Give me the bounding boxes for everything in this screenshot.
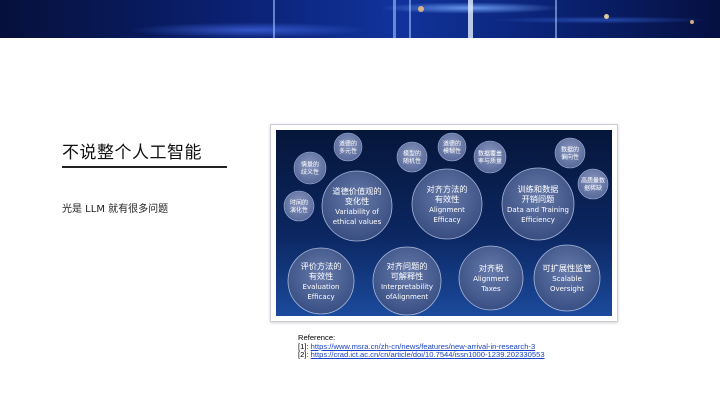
large-bubble-circle — [372, 246, 442, 316]
small-bubble-circle — [554, 137, 586, 169]
large-bubble-circle — [458, 245, 524, 311]
small-bubble-label: 据稀缺 — [584, 184, 602, 192]
large-bubble-en-label: Alignment — [473, 275, 509, 283]
reference-item: [2]: https://crad.ict.ac.cn/cn/article/d… — [298, 350, 545, 360]
large-bubble-en-label: ofAlignment — [386, 293, 429, 301]
small-bubble-label: 数据覆盖 — [478, 150, 502, 158]
large-bubble-cn-label: 训练和数据 — [518, 184, 559, 194]
slide-body-text: 光是 LLM 就有很多问题 — [62, 204, 169, 215]
large-bubble-cn-label: 对齐方法的 — [427, 184, 468, 194]
small-bubble-circle — [473, 140, 507, 174]
small-bubble-circle — [396, 141, 428, 173]
small-bubble-circle — [283, 190, 315, 222]
slide-title-block: 不说整个人工智能 — [62, 138, 202, 163]
large-bubble-en-label: Efficiency — [521, 216, 555, 224]
large-bubble-en-label: Scalable — [552, 275, 582, 283]
large-bubble-en-label: Evaluation — [303, 283, 340, 291]
alignment-challenges-figure: 道德的多元性道德的模糊性模型的随机性数据覆盖率与质量数据的偏向性情景的歧义性时间… — [270, 124, 618, 322]
large-bubble-en-label: Taxes — [480, 285, 501, 293]
small-bubble-label: 偏向性 — [561, 153, 579, 161]
small-bubble-label: 演化性 — [290, 206, 308, 214]
small-bubble-label: 数据的 — [561, 146, 579, 154]
large-bubble-circle — [321, 170, 393, 242]
large-bubble-en-label: Interpretability — [381, 283, 433, 291]
large-bubble-en-label: Efficacy — [433, 216, 460, 224]
small-bubble-label: 高质量数 — [581, 177, 605, 185]
references-heading: Reference: — [298, 333, 336, 342]
small-bubble-label: 多元性 — [339, 147, 357, 155]
banner-light-streak — [409, 0, 411, 38]
banner-glow — [690, 20, 694, 24]
large-bubble-cn-label: 可解释性 — [391, 271, 424, 281]
small-bubble-label: 随机性 — [403, 157, 421, 165]
small-bubble-label: 道德的 — [339, 140, 357, 148]
large-bubble-cn-label: 可扩展性监管 — [542, 263, 591, 273]
title-underline — [62, 166, 227, 168]
large-bubble-circle — [501, 167, 575, 241]
large-bubble-en-label: Data and Training — [507, 206, 569, 214]
small-bubble-label: 时间的 — [290, 199, 308, 207]
small-bubble-label: 率与质量 — [478, 157, 502, 165]
small-bubble-circle — [333, 132, 363, 162]
large-bubble-cn-label: 道德价值观的 — [332, 186, 381, 196]
small-bubble-circle — [293, 151, 327, 185]
large-bubble-cn-label: 有效性 — [309, 271, 334, 281]
large-bubble-en-label: Efficacy — [307, 293, 334, 301]
large-bubble-en-label: Oversight — [550, 285, 584, 293]
slide-title: 不说整个人工智能 — [62, 143, 202, 163]
banner-light-streak — [393, 0, 396, 38]
large-bubble-cn-label: 变化性 — [345, 196, 370, 206]
large-bubble-en-label: Alignment — [429, 206, 465, 214]
small-bubble-label: 道德的 — [443, 140, 461, 148]
banner-glow — [418, 6, 424, 12]
banner-light-streak — [273, 0, 275, 38]
small-bubble-label: 模糊性 — [443, 147, 461, 155]
reference-prefix: [2]: — [298, 350, 311, 360]
reference-link[interactable]: https://crad.ict.ac.cn/cn/article/doi/10… — [310, 350, 545, 360]
large-bubble-circle — [287, 247, 355, 315]
small-bubble-label: 情景的 — [301, 161, 319, 169]
banner-light-streak — [555, 0, 557, 38]
large-bubble-cn-label: 对齐税 — [479, 263, 504, 273]
small-bubble-circle — [437, 132, 467, 162]
banner-light-streak — [468, 0, 473, 38]
header-banner — [0, 0, 720, 38]
large-bubble-cn-label: 对齐问题的 — [387, 261, 428, 271]
large-bubble-cn-label: 评价方法的 — [301, 261, 342, 271]
small-bubble-label: 模型的 — [403, 150, 421, 158]
reference-link[interactable]: https://www.msra.cn/zh-cn/news/features/… — [310, 341, 536, 351]
large-bubble-cn-label: 有效性 — [435, 194, 460, 204]
reference-item: [1]: https://www.msra.cn/zh-cn/news/feat… — [298, 341, 545, 352]
alignment-bubble-diagram: 道德的多元性道德的模糊性模型的随机性数据覆盖率与质量数据的偏向性情景的歧义性时间… — [276, 130, 612, 316]
large-bubble-circle — [533, 244, 601, 312]
small-bubble-circle — [577, 168, 609, 200]
references-block: Reference: [1]: https://www.msra.cn/zh-c… — [298, 333, 545, 360]
large-bubble-cn-label: 开销问题 — [522, 194, 555, 204]
large-bubble-en-label: Variability of — [335, 208, 379, 216]
large-bubble-en-label: ethical values — [333, 218, 382, 226]
large-bubble-circle — [411, 168, 483, 240]
reference-prefix: [1]: — [298, 341, 311, 351]
small-bubble-label: 歧义性 — [301, 168, 319, 176]
banner-glow — [604, 14, 609, 19]
